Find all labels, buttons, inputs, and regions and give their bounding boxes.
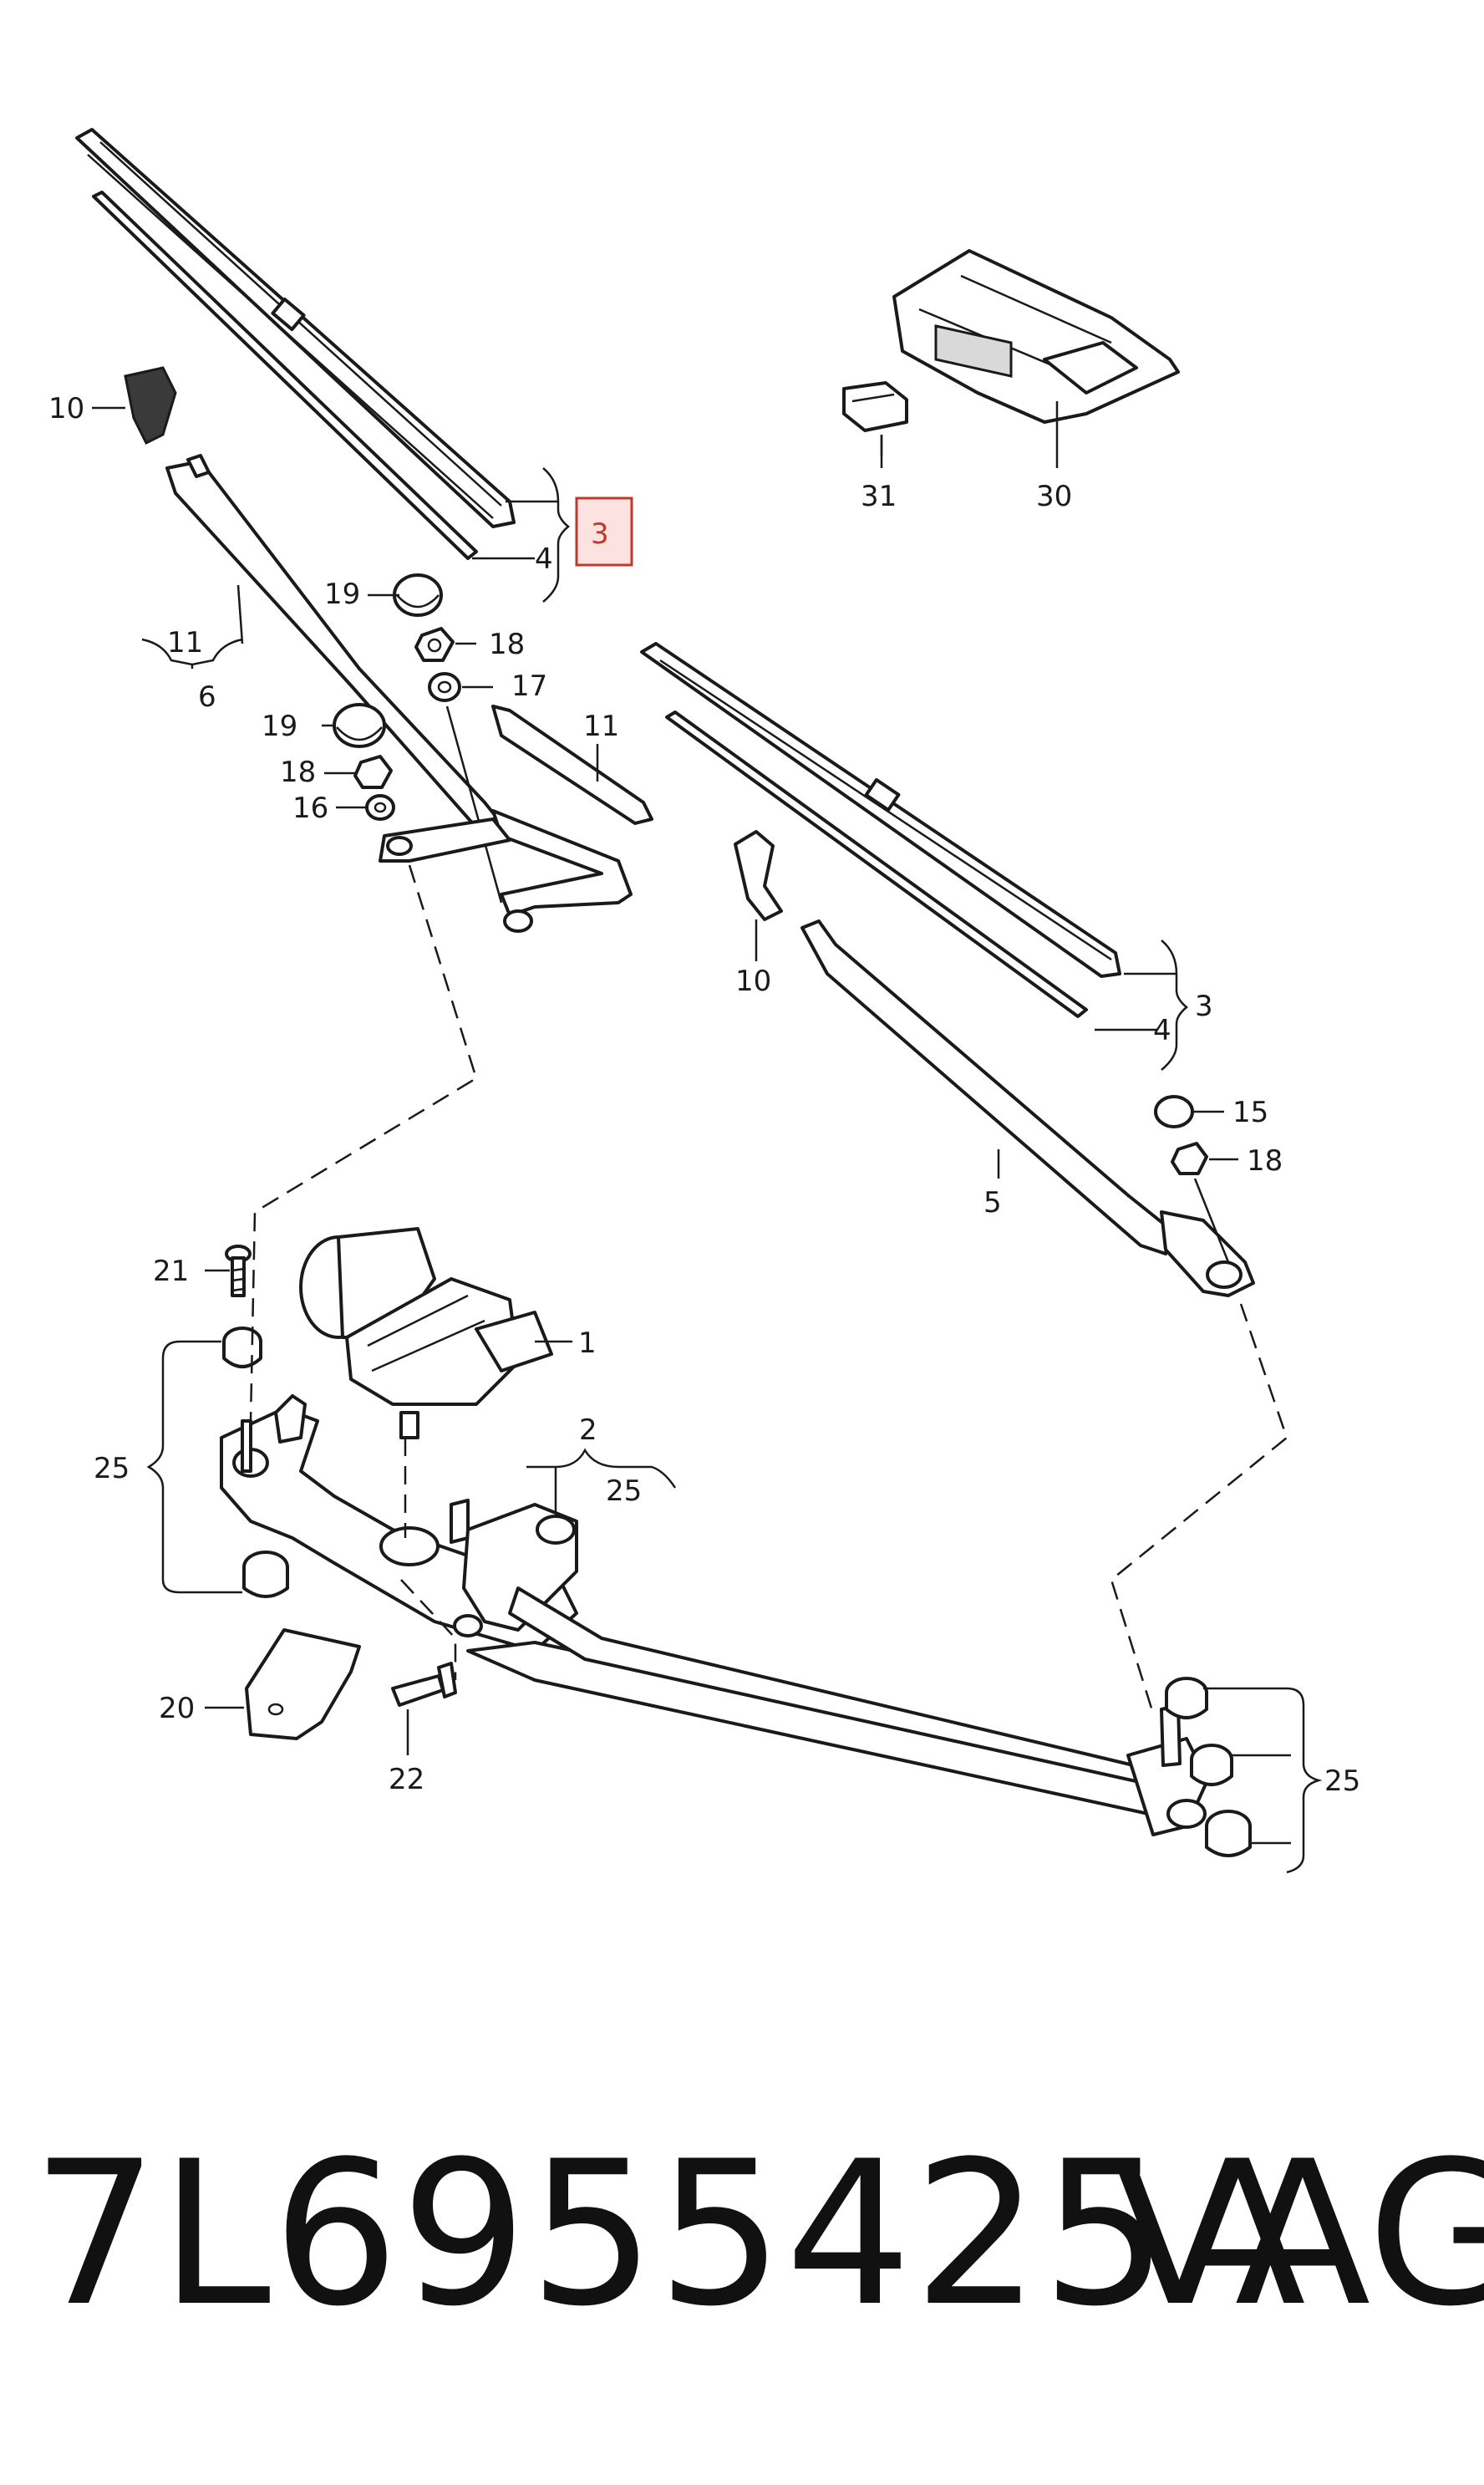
callout-10-upper: 10: [48, 392, 84, 425]
washer-16[interactable]: [365, 794, 395, 821]
bush-25-right-mid[interactable]: [1190, 1744, 1233, 1786]
wiper-arm-left[interactable]: [124, 366, 653, 933]
callout-11-left: 11: [167, 626, 203, 659]
bolt-22[interactable]: [391, 1662, 457, 1707]
connector-30[interactable]: [892, 249, 1180, 451]
nut-18-upper[interactable]: [414, 627, 455, 662]
callout-1: 1: [578, 1327, 597, 1360]
nut-18-right[interactable]: [1171, 1142, 1230, 1263]
cap-15[interactable]: [1154, 1095, 1194, 1128]
callout-15: 15: [1232, 1096, 1268, 1129]
callout-21: 21: [153, 1255, 189, 1288]
bush-25-left-bottom[interactable]: [242, 1551, 289, 1598]
callout-22: 22: [389, 1763, 424, 1796]
bracket-20[interactable]: [245, 1628, 361, 1740]
linkage-frame[interactable]: [220, 1394, 1209, 1836]
brand-name: VAG: [1111, 2119, 1484, 2350]
wiper-blade-left[interactable]: [75, 128, 516, 560]
wiper-arm-right[interactable]: [734, 830, 1255, 1297]
callout-10-right: 10: [735, 965, 771, 998]
callout-4-upper: 4: [535, 542, 553, 576]
leader-lines: [92, 406, 1323, 1874]
callout-25-left: 25: [94, 1452, 130, 1485]
nut-18-lower[interactable]: [353, 755, 393, 789]
callout-18-lower: 18: [280, 756, 316, 789]
highlight-box-3[interactable]: [575, 496, 633, 567]
plug-31[interactable]: [842, 381, 908, 456]
wiper-blade-right[interactable]: [640, 642, 1121, 1018]
callout-20: 20: [159, 1692, 195, 1725]
wiper-assembly-diagram: 3 4 10 11 6 19 18 17 19 18 16 11 31 30 3…: [48, 128, 1360, 1874]
callout-3-right: 3: [1195, 990, 1213, 1023]
bush-25-right-top[interactable]: [1165, 1677, 1208, 1719]
callout-25-right: 25: [1324, 1764, 1360, 1798]
callout-11-right: 11: [583, 710, 619, 743]
cap-19-lower[interactable]: [333, 703, 386, 748]
wiper-motor[interactable]: [299, 1227, 553, 1439]
bush-25-left-top[interactable]: [222, 1327, 262, 1368]
washer-17[interactable]: [428, 672, 503, 904]
callout-18-right: 18: [1247, 1144, 1283, 1178]
callout-31: 31: [861, 480, 897, 513]
callout-19-upper: 19: [324, 578, 360, 611]
bush-25-right-bottom[interactable]: [1205, 1810, 1252, 1857]
callout-6: 6: [198, 680, 216, 714]
callout-25-middle: 25: [606, 1474, 642, 1508]
callout-4-right: 4: [1153, 1014, 1171, 1047]
callout-3-highlight: 3: [591, 517, 609, 551]
arm-base-plate: [379, 817, 511, 863]
callout-18-upper: 18: [489, 628, 525, 661]
part-number: 7L6955425A: [32, 2119, 1308, 2350]
callout-16: 16: [292, 792, 328, 825]
callout-2: 2: [579, 1413, 597, 1447]
callout-30: 30: [1036, 480, 1072, 513]
callout-17: 17: [511, 670, 547, 703]
callout-19-lower: 19: [262, 710, 297, 743]
callout-5: 5: [983, 1186, 1002, 1220]
routing-lines: [249, 864, 1288, 1714]
bolt-21[interactable]: [225, 1245, 252, 1297]
cap-19-upper[interactable]: [393, 573, 443, 617]
